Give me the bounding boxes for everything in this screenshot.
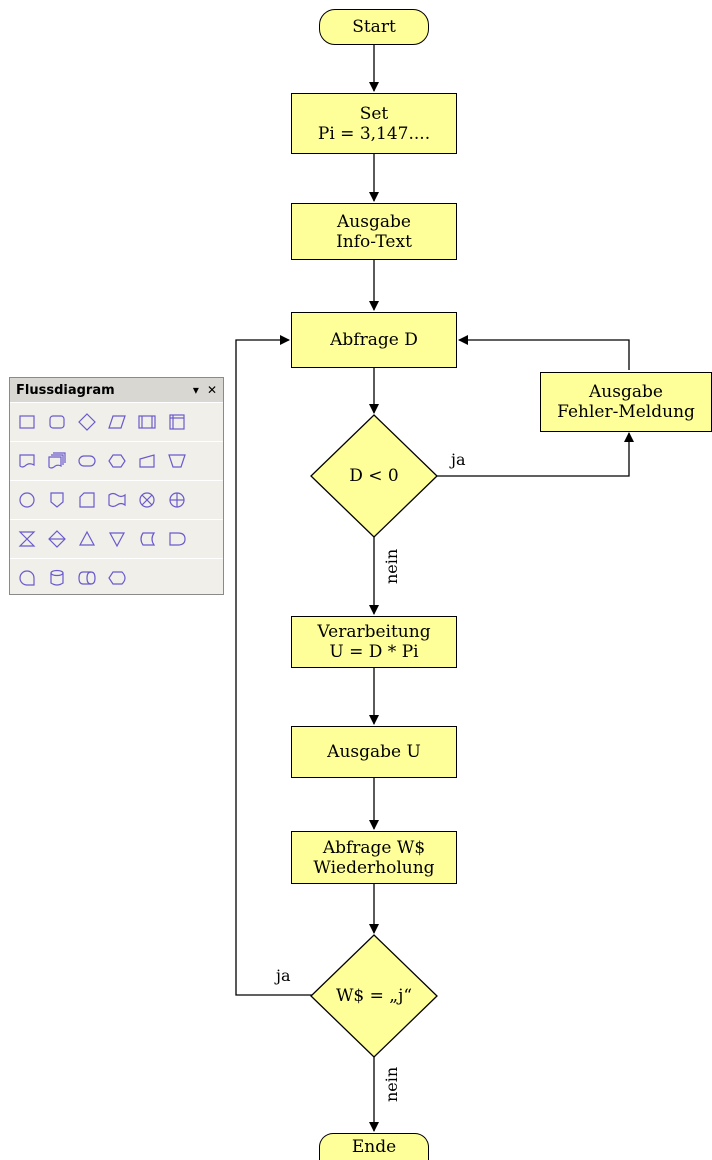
yes-label-w: ja: [276, 966, 291, 985]
process-shape-icon[interactable]: [15, 410, 39, 434]
toolbar-row: [10, 480, 223, 519]
error-label-2: Fehler-Meldung: [557, 402, 695, 422]
toolbar-title: Flussdiagram: [16, 382, 115, 398]
internal-storage-icon[interactable]: [165, 410, 189, 434]
output-u-label: Ausgabe U: [327, 742, 421, 762]
processing-label-2: U = D * Pi: [329, 642, 419, 662]
magnetic-disk-icon[interactable]: [45, 566, 69, 590]
card-icon[interactable]: [75, 488, 99, 512]
manual-operation-icon[interactable]: [165, 449, 189, 473]
processing-process[interactable]: Verarbeitung U = D * Pi: [291, 616, 457, 668]
output-info-process[interactable]: Ausgabe Info-Text: [291, 203, 457, 260]
sequential-access-icon[interactable]: [15, 566, 39, 590]
direct-access-icon[interactable]: [75, 566, 99, 590]
preparation-icon[interactable]: [105, 449, 129, 473]
toolbar-titlebar[interactable]: Flussdiagram ▾ ✕: [10, 378, 223, 402]
error-label-1: Ausgabe: [589, 382, 663, 402]
output-u-process[interactable]: Ausgabe U: [291, 726, 457, 778]
no-label-d: nein: [382, 548, 401, 584]
yes-label-d: ja: [451, 450, 466, 469]
end-label: Ende: [351, 1137, 397, 1157]
stored-data-icon[interactable]: [135, 527, 159, 551]
terminator-icon[interactable]: [75, 449, 99, 473]
query-d-label: Abfrage D: [330, 330, 418, 350]
off-page-connector-icon[interactable]: [45, 488, 69, 512]
decision-w-label: W$ = „j“: [335, 986, 413, 1006]
toolbar-row: [10, 441, 223, 480]
processing-label-1: Verarbeitung: [317, 622, 431, 642]
start-label: Start: [352, 17, 396, 37]
output-info-label-1: Ausgabe: [337, 211, 411, 232]
end-terminator[interactable]: Ende: [319, 1133, 429, 1160]
predefined-process-icon[interactable]: [135, 410, 159, 434]
decision-diamond-d: [310, 414, 438, 538]
decision-diamond-w: [310, 934, 438, 1058]
set-pi-process[interactable]: Set Pi = 3,147....: [291, 93, 457, 154]
manual-input-icon[interactable]: [135, 449, 159, 473]
data-icon[interactable]: [105, 410, 129, 434]
summing-junction-icon[interactable]: [135, 488, 159, 512]
sort-icon[interactable]: [45, 527, 69, 551]
or-icon[interactable]: [165, 488, 189, 512]
document-icon[interactable]: [15, 449, 39, 473]
decision-icon[interactable]: [75, 410, 99, 434]
toolbar-shape-grid: [10, 402, 223, 597]
extract-icon[interactable]: [75, 527, 99, 551]
error-output-process[interactable]: Ausgabe Fehler-Meldung: [540, 372, 712, 432]
pi-value-label: Pi = 3,147....: [317, 123, 431, 144]
query-w-process[interactable]: Abfrage W$ Wiederholung: [291, 831, 457, 884]
toolbar-menu-icon[interactable]: ▾: [192, 383, 199, 397]
flowchart-toolbar[interactable]: Flussdiagram ▾ ✕: [9, 377, 224, 595]
no-label-w: nein: [382, 1066, 401, 1102]
toolbar-close-icon[interactable]: ✕: [206, 383, 217, 397]
delay-icon[interactable]: [165, 527, 189, 551]
collate-icon[interactable]: [15, 527, 39, 551]
merge-icon[interactable]: [105, 527, 129, 551]
start-terminator[interactable]: Start: [319, 9, 429, 45]
output-info-label-2: Info-Text: [336, 231, 412, 252]
punched-tape-icon[interactable]: [105, 488, 129, 512]
alternate-process-icon[interactable]: [45, 410, 69, 434]
query-d-process[interactable]: Abfrage D: [291, 312, 457, 368]
decision-d-label: D < 0: [349, 466, 399, 486]
toolbar-row: [10, 519, 223, 558]
query-w-label-1: Abfrage W$: [322, 837, 426, 858]
set-label: Set: [359, 103, 389, 124]
multidocument-icon[interactable]: [45, 449, 69, 473]
toolbar-row: [10, 558, 223, 597]
toolbar-row: [10, 402, 223, 441]
display-icon[interactable]: [105, 566, 129, 590]
connector-icon[interactable]: [15, 488, 39, 512]
query-w-label-2: Wiederholung: [313, 857, 435, 878]
